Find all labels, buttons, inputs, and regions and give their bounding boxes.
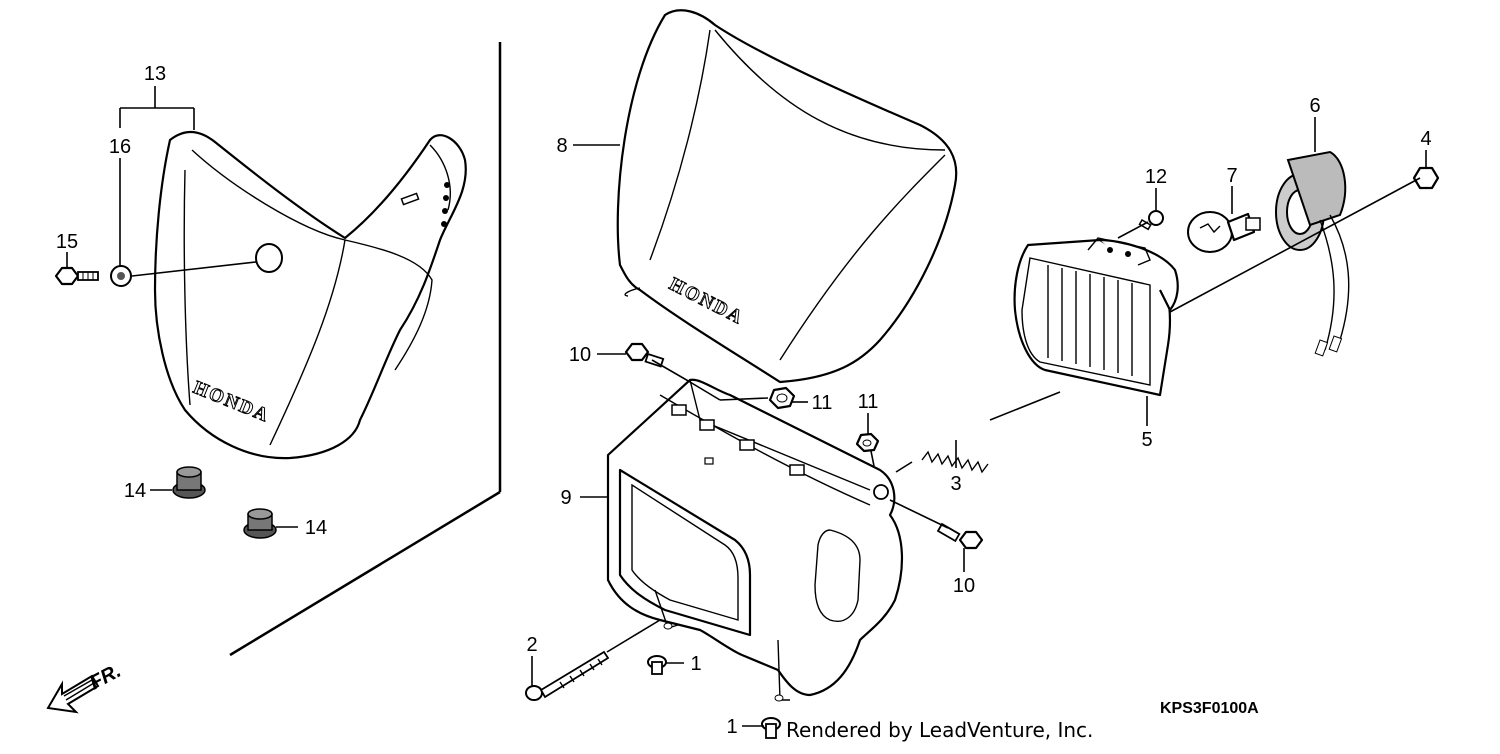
headlight-case-part-9[interactable] — [606, 378, 903, 702]
callout-labels: 13 16 15 14 14 8 9 10 11 11 10 3 5 6 7 1… — [56, 63, 1432, 738]
callout-2[interactable]: 2 — [526, 634, 537, 656]
callout-4[interactable]: 4 — [1420, 128, 1431, 150]
callout-9[interactable]: 9 — [560, 487, 571, 509]
bolt-part-10b[interactable] — [936, 522, 984, 550]
rendered-by-credit: Rendered by LeadVenture, Inc. — [786, 718, 1093, 742]
leader-lines — [66, 86, 1427, 727]
callout-16[interactable]: 16 — [109, 136, 131, 158]
nut-part-4[interactable] — [1412, 166, 1440, 190]
screw-part-15[interactable] — [54, 266, 99, 286]
cowl-cover-part-8[interactable]: HONDA — [616, 9, 958, 384]
rubber-mount-part-14b[interactable] — [243, 508, 277, 539]
grommet-part-16[interactable] — [110, 265, 132, 287]
callout-14b[interactable]: 14 — [305, 517, 327, 539]
callout-6[interactable]: 6 — [1309, 95, 1320, 117]
callout-14a[interactable]: 14 — [124, 480, 146, 502]
bulb-part-7[interactable] — [1187, 211, 1261, 253]
callout-8[interactable]: 8 — [556, 135, 567, 157]
socket-part-6[interactable] — [1275, 150, 1350, 357]
front-arrow-icon — [46, 674, 100, 714]
callout-1a[interactable]: 1 — [690, 653, 701, 675]
diagram-code: KPS3F0100A — [1160, 700, 1259, 717]
alignment-lines — [606, 177, 1421, 653]
rubber-mount-part-14a[interactable] — [172, 466, 206, 499]
callout-10b[interactable]: 10 — [953, 575, 975, 597]
bolt-part-1a[interactable] — [647, 655, 667, 675]
headlight-unit-part-5[interactable] — [1013, 237, 1179, 397]
screw-part-2[interactable] — [525, 650, 610, 701]
headlight-cover-part[interactable]: HONDA — [153, 130, 467, 460]
callout-1b[interactable]: 1 — [726, 716, 737, 738]
callout-11a[interactable]: 11 — [812, 392, 833, 414]
front-direction-indicator: FR. — [46, 660, 125, 714]
screw-part-12[interactable] — [1138, 210, 1164, 231]
callout-5[interactable]: 5 — [1141, 429, 1152, 451]
spring-part-3[interactable] — [921, 450, 989, 474]
nut-part-11b[interactable] — [855, 432, 880, 453]
callout-11b[interactable]: 11 — [858, 391, 879, 413]
callout-7[interactable]: 7 — [1226, 165, 1237, 187]
callout-12[interactable]: 12 — [1145, 166, 1167, 188]
bolt-part-10a[interactable] — [624, 342, 665, 368]
callout-3[interactable]: 3 — [950, 473, 961, 495]
section-divider — [229, 42, 502, 657]
nut-part-11a[interactable] — [768, 386, 796, 410]
callout-15[interactable]: 15 — [56, 231, 78, 253]
bolt-part-1b[interactable] — [761, 717, 781, 739]
callout-10a[interactable]: 10 — [569, 344, 591, 366]
callout-13[interactable]: 13 — [144, 63, 166, 85]
